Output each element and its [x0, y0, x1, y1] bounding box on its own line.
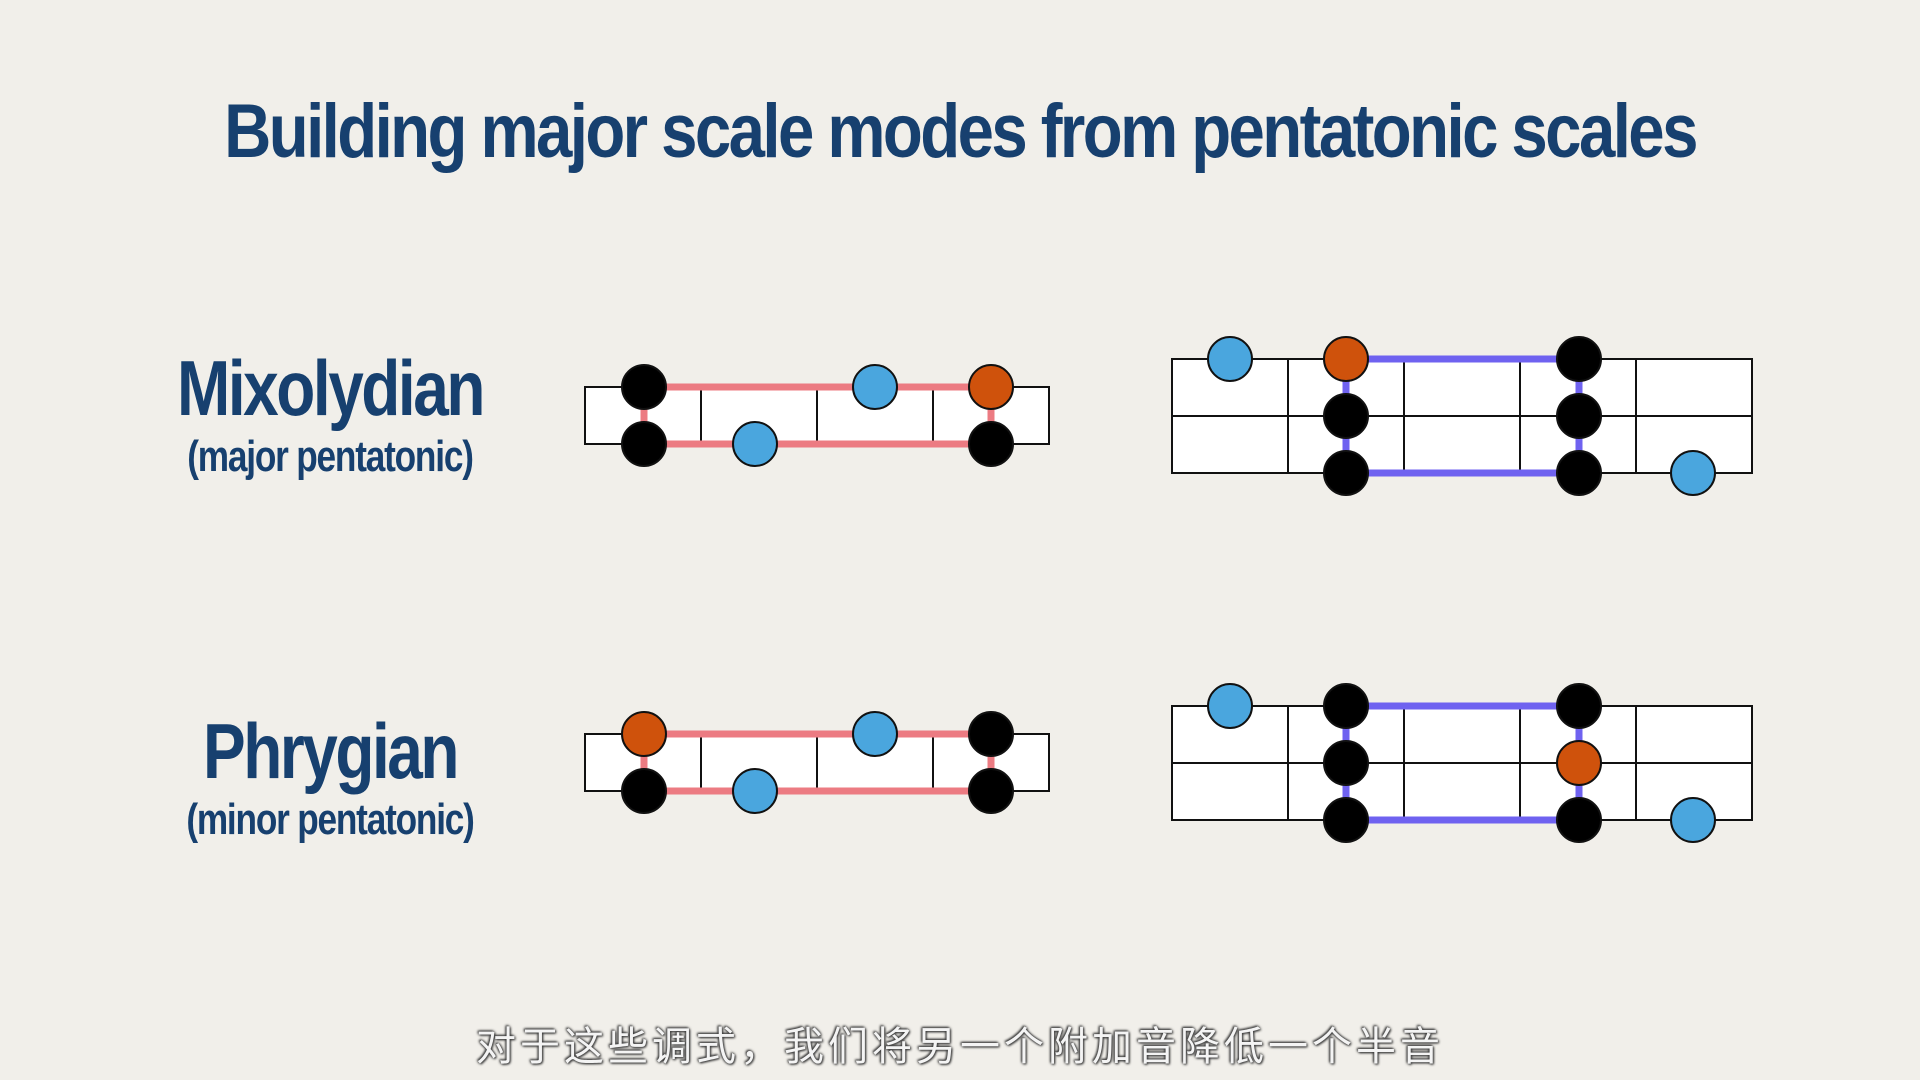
- mode-subtitle: (minor pentatonic): [186, 795, 475, 844]
- note-dot: [968, 421, 1014, 467]
- note-dot: [1556, 797, 1602, 843]
- mode-label-phrygian: Phrygian (minor pentatonic): [120, 708, 540, 846]
- note-dot: [1323, 393, 1369, 439]
- mode-subtitle: (major pentatonic): [187, 432, 474, 481]
- note-dot: [1556, 336, 1602, 382]
- note-dot: [621, 768, 667, 814]
- note-dot: [1323, 797, 1369, 843]
- mode-label-mixolydian: Mixolydian (major pentatonic): [120, 345, 540, 483]
- note-dot: [1556, 450, 1602, 496]
- note-dot: [1323, 450, 1369, 496]
- note-dot: [1323, 683, 1369, 729]
- added-note-dot: [852, 364, 898, 410]
- mode-name: Phrygian: [203, 707, 459, 795]
- note-dot: [1556, 393, 1602, 439]
- note-dot: [621, 421, 667, 467]
- note-dot: [1323, 740, 1369, 786]
- note-dot: [621, 711, 667, 757]
- added-note-dot: [1670, 450, 1716, 496]
- added-note-dot: [732, 421, 778, 467]
- note-dot: [968, 364, 1014, 410]
- note-dot: [968, 768, 1014, 814]
- added-note-dot: [1207, 683, 1253, 729]
- note-dot: [1556, 740, 1602, 786]
- added-note-dot: [1670, 797, 1716, 843]
- mode-name: Mixolydian: [177, 344, 485, 432]
- note-dot: [1556, 683, 1602, 729]
- added-note-dot: [1207, 336, 1253, 382]
- note-dot: [968, 711, 1014, 757]
- subtitle-caption: 对于这些调式，我们将另一个附加音降低一个半音: [476, 1024, 1444, 1070]
- added-note-dot: [732, 768, 778, 814]
- note-dot: [1323, 336, 1369, 382]
- page-title: Building major scale modes from pentaton…: [224, 89, 1698, 174]
- note-dot: [621, 364, 667, 410]
- added-note-dot: [852, 711, 898, 757]
